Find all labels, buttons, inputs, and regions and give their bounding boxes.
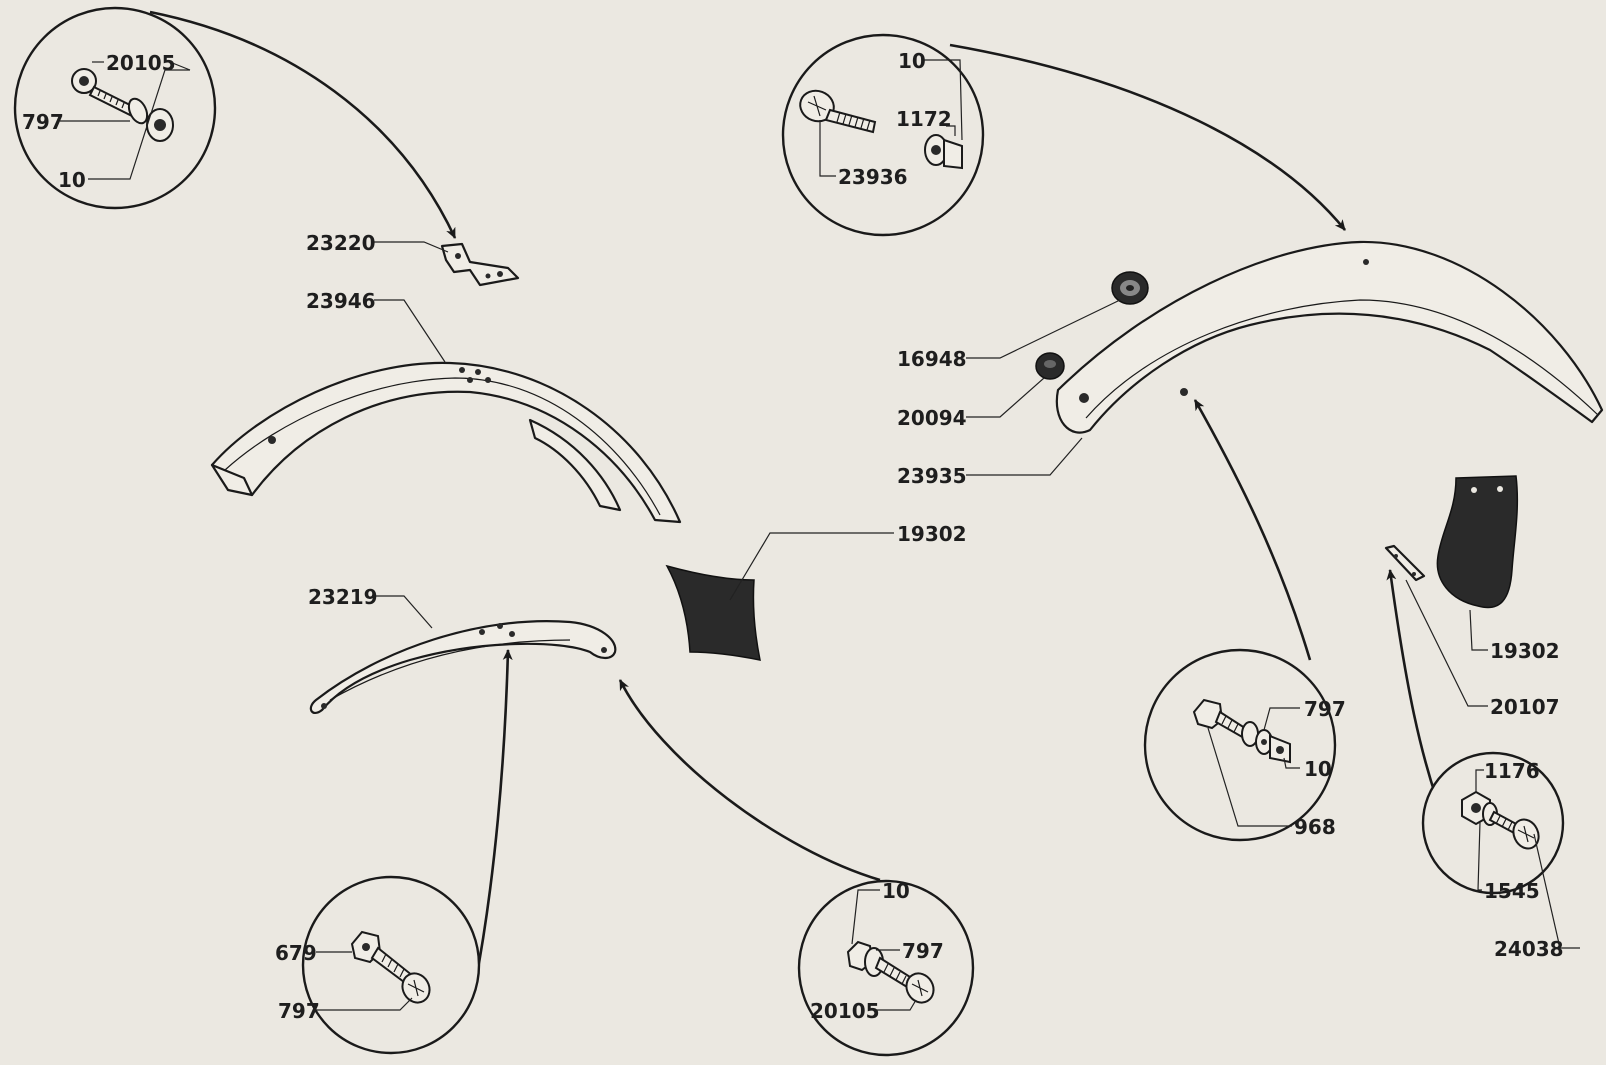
label-top-middle-washer: 1172	[896, 107, 952, 131]
label-clamp-plate: 20107	[1490, 695, 1560, 719]
label-bottom-left-bolt: 797	[278, 999, 320, 1023]
arrow-bottom-left	[473, 649, 513, 986]
arrow-bottom-middle	[618, 679, 881, 882]
label-bottom-left-nut: 679	[275, 941, 317, 965]
rubber-grommet-part	[1111, 271, 1149, 305]
label-right-bottom-bolt: 24038	[1494, 937, 1564, 961]
label-front-mudguard: 23946	[306, 289, 376, 313]
bolt-assembly-right-middle	[1192, 698, 1291, 764]
label-mudguard-stay: 23219	[308, 585, 378, 609]
label-right-bottom-washer: 1545	[1484, 879, 1540, 903]
label-bottom-middle-nut: 10	[882, 879, 910, 903]
label-rubber-grommet: 16948	[897, 347, 967, 371]
label-right-middle-bolt: 968	[1294, 815, 1336, 839]
front-mudflap-part	[665, 564, 761, 661]
arrow-right-middle	[1193, 399, 1312, 661]
label-top-middle-bolt: 23936	[838, 165, 908, 189]
rear-mudguard-part	[1055, 240, 1604, 434]
bolt-assembly-bottom-left	[350, 930, 431, 1004]
bolt-assembly-top-middle	[799, 89, 963, 170]
arrow-top-left	[149, 10, 457, 239]
label-top-left-nut: 10	[58, 168, 86, 192]
label-right-middle-washer: 797	[1304, 697, 1346, 721]
label-bottom-middle-bolt: 20105	[810, 999, 880, 1023]
rear-mudflap-part	[1436, 475, 1519, 609]
mudguard-stay-part	[309, 620, 617, 715]
bolt-assembly-top-left	[71, 68, 174, 142]
label-plug: 20094	[897, 406, 967, 430]
clamp-plate-part	[1384, 544, 1426, 582]
label-rear-mudguard: 23935	[897, 464, 967, 488]
label-top-left-washer: 797	[22, 110, 64, 134]
bolt-assembly-bottom-middle	[846, 940, 935, 1004]
label-right-middle-nut: 10	[1304, 757, 1332, 781]
label-bracket: 23220	[306, 231, 376, 255]
bracket-part	[440, 242, 520, 287]
bolt-assembly-right-bottom	[1461, 790, 1540, 850]
plug-part	[1035, 352, 1065, 380]
arrow-top-middle	[949, 43, 1347, 231]
label-right-bottom-nut: 1176	[1484, 759, 1540, 783]
label-rear-mudflap: 19302	[1490, 639, 1560, 663]
label-front-mudflap: 19302	[897, 522, 967, 546]
label-top-middle-nut: 10	[898, 49, 926, 73]
callout-circle-right-middle	[1143, 648, 1337, 842]
callout-circle-top-middle	[781, 33, 985, 237]
label-top-left-bolt: 20105	[106, 51, 176, 75]
front-mudguard-part	[210, 361, 682, 524]
label-bottom-middle-washer: 797	[902, 939, 944, 963]
